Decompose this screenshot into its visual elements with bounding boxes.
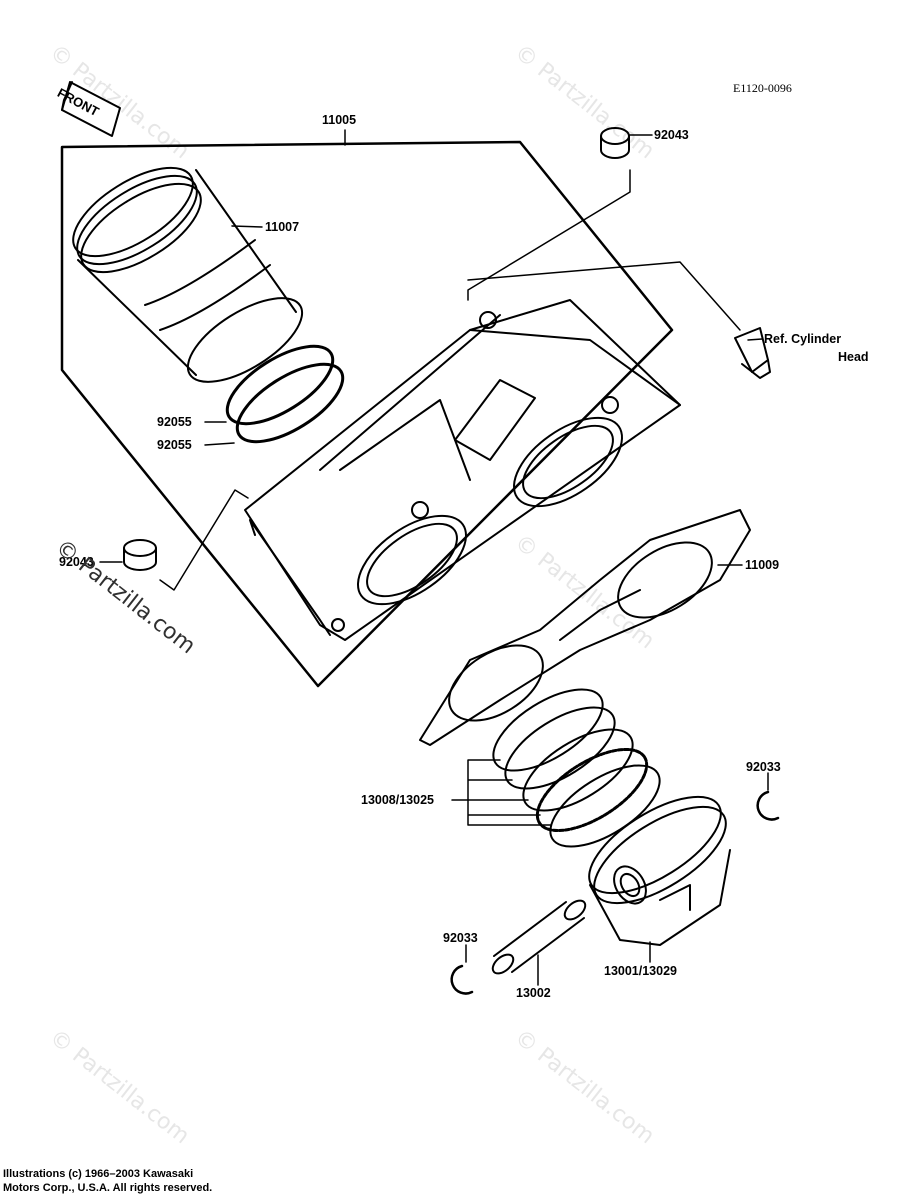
label-92033-right[interactable]: 92033 — [746, 760, 781, 774]
copyright-line-1: Illustrations (c) 1966–2003 Kawasaki — [3, 1168, 194, 1180]
label-13002[interactable]: 13002 — [516, 986, 551, 1000]
label-92033-left[interactable]: 92033 — [443, 931, 478, 945]
o-rings — [225, 344, 345, 444]
label-92043-top[interactable]: 92043 — [654, 128, 689, 142]
piston — [588, 795, 731, 946]
label-13008-13025[interactable]: 13008/13025 — [361, 793, 434, 807]
dowel-pin-left — [123, 539, 157, 571]
label-92055-a[interactable]: 92055 — [157, 415, 192, 429]
label-11009[interactable]: 11009 — [745, 558, 780, 572]
label-13001-13029[interactable]: 13001/13029 — [604, 964, 677, 978]
dowel-pin-top — [600, 127, 630, 159]
label-11005[interactable]: 11005 — [322, 113, 357, 127]
label-ref-cylinder-head-1[interactable]: Ref. Cylinder — [764, 332, 842, 346]
label-92055-b[interactable]: 92055 — [157, 438, 192, 452]
bolt — [734, 327, 771, 379]
cylinder-sleeve — [72, 166, 304, 383]
front-arrow-icon — [61, 81, 121, 137]
cylinder-gasket — [419, 509, 751, 746]
piston-pin — [491, 899, 587, 975]
circlip-right — [756, 790, 780, 821]
piston-rings — [492, 688, 661, 848]
label-92043-left[interactable]: 92043 — [59, 555, 94, 569]
label-11007[interactable]: 11007 — [265, 220, 300, 234]
diagram-code: E1120-0096 — [733, 81, 792, 95]
cylinder-block — [244, 299, 681, 641]
copyright-line-2: Motors Corp., U.S.A. All rights reserved… — [3, 1182, 213, 1194]
circlip-left — [450, 964, 474, 995]
label-ref-cylinder-head-2[interactable]: Head — [838, 350, 869, 364]
assembly-outline — [60, 140, 674, 688]
